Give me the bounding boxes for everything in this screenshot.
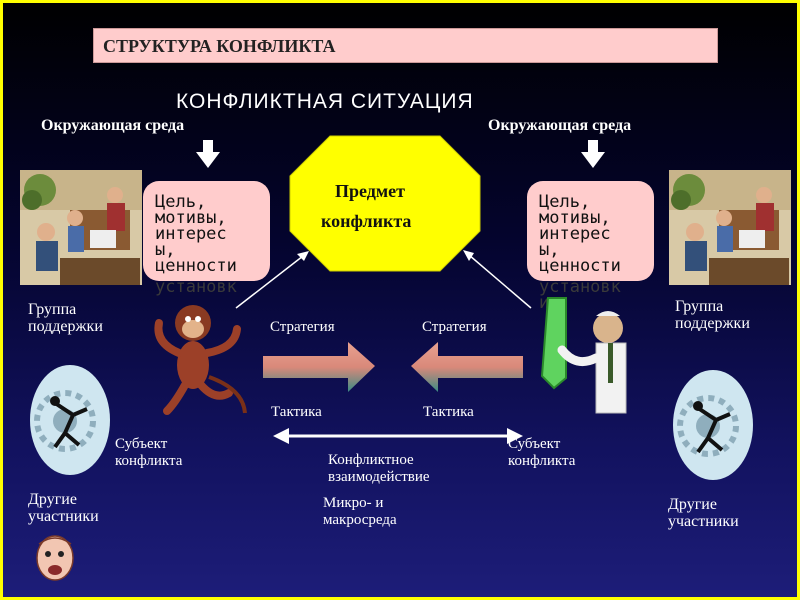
bald-head-icon [36,535,74,581]
businessman-figure-icon [540,297,627,414]
conflict-situation-heading: КОНФЛИКТНАЯ СИТУАЦИЯ [176,90,474,113]
strategy-left-label: Стратегия [270,319,335,335]
interaction-l2: взаимодействие [328,469,430,485]
others-left-l1: Другие [28,491,77,508]
support-left-l1: Группа [28,301,77,318]
down-arrow-right-icon [581,140,605,168]
milieu-l2: макросреда [323,512,397,528]
support-group-right-picture [669,170,791,285]
subject-right-l2: конфликта [508,453,576,469]
others-right-l2: участники [668,513,739,530]
arrow-right-icon [263,342,375,392]
others-right-l1: Другие [668,496,717,513]
goals-right-l4: ы, [539,240,560,260]
environment-right-label: Окружающая среда [488,117,632,134]
milieu-l1: Микро- и [323,495,384,511]
subject-line2: конфликта [321,211,412,231]
environment-left-label: Окружающая среда [41,117,185,134]
goals-right-l5: ценности [539,256,621,276]
goals-left-l2: мотивы, [155,208,227,228]
other-participants-left-picture [30,365,110,475]
tactic-left-label: Тактика [271,404,322,420]
support-group-left-picture [20,170,142,285]
support-left-l2: поддержки [28,318,103,335]
goals-right-l1: Цель, [539,192,591,212]
slide: СТРУКТУРА КОНФЛИКТА КОНФЛИКТНАЯ СИТУАЦИЯ… [3,3,797,597]
goals-box-right [527,181,654,281]
tactic-right-label: Тактика [423,404,474,420]
strategy-arrows [263,342,523,392]
connector-right-head-icon [463,250,474,261]
others-left-l2: участники [28,508,99,525]
goals-right-l6: установк [539,277,621,297]
subject-line1: Предмет [335,181,405,201]
goals-right-l7: и [539,293,550,313]
subject-left-l1: Субъект [115,436,168,452]
goals-left-l3: интерес [155,224,227,244]
other-participants-right-picture [673,370,753,480]
down-arrow-left-icon [196,140,220,168]
goals-right-l3: интерес [539,224,611,244]
subject-octagon [289,135,481,272]
goals-right-l2: мотивы, [539,208,611,228]
goals-left-l5: ценности [155,256,237,276]
support-right-l2: поддержки [675,315,750,332]
subject-left-l2: конфликта [115,453,183,469]
subject-right-l1: Субъект [508,436,561,452]
connector-right [468,254,532,309]
goals-left-l6: установк [155,277,237,297]
interaction-l1: Конфликтное [328,452,414,468]
slide-title: СТРУКТУРА КОНФЛИКТА [103,36,336,56]
connector-left-head-icon [297,251,309,261]
connector-lines [235,250,532,309]
connector-left [235,255,304,309]
arrow-left-icon [411,342,523,392]
goals-left-l4: ы, [155,240,176,260]
monkey-figure-icon [154,305,247,415]
title-box: СТРУКТУРА КОНФЛИКТА [93,28,718,63]
strategy-right-label: Стратегия [422,319,487,335]
support-right-l1: Группа [675,298,724,315]
goals-left-l1: Цель, [155,192,207,212]
interaction-arrow-icon [273,428,523,444]
goals-box-left [143,181,270,281]
